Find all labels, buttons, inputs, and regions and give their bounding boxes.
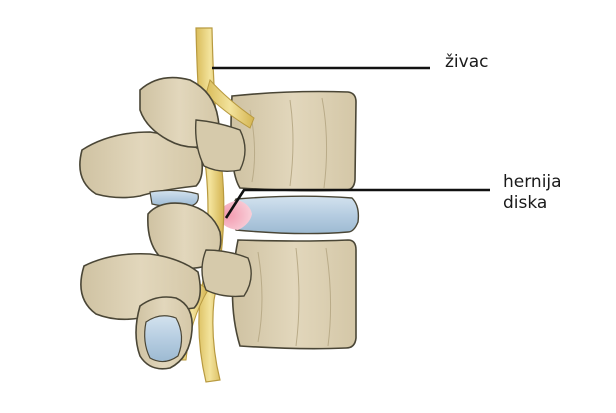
lower-body-texture [257,247,332,347]
nerve-label: živac [445,52,489,72]
upper-pedicle [194,119,246,173]
disc-herniation [218,200,252,230]
lower-facet-cartilage [144,315,183,363]
herniation-label-line2: diska [503,193,548,213]
nerve-branch-upper [205,78,255,129]
intervertebral-disc [230,195,360,235]
upper-transverse-process [79,131,204,199]
lower-vertebral-body [231,239,357,350]
upper-vertebral-body [230,90,357,192]
herniation-leader-line [224,188,490,219]
herniation-label-line1: hernija [503,172,562,192]
herniation-label: hernija diska [503,172,562,214]
lower-pedicle [201,249,252,298]
